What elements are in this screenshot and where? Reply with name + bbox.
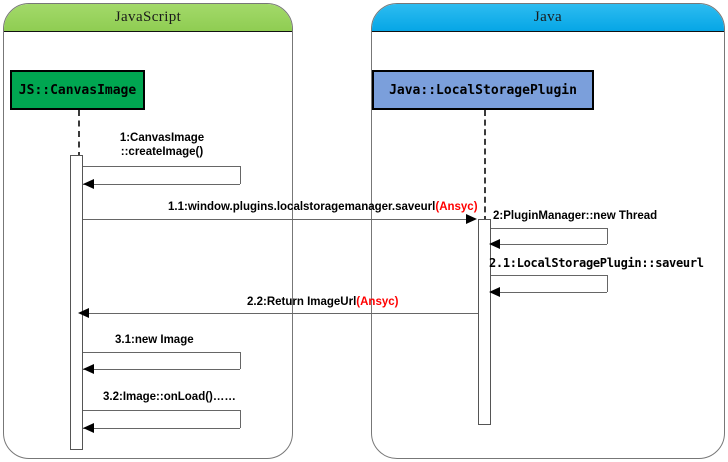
lifeline-dash-js-canvasimage [78,110,80,158]
message-label-2-text: 2:PluginManager::new Thread [493,210,658,222]
frame-java-title: Java [533,9,563,25]
message-line-3-1-turn [240,352,241,369]
message-label-2-2-async: (Ansyc) [356,296,399,308]
message-label-2-2-text: 2.2:Return ImageUrl [247,296,357,308]
frame-javascript-title: JavaScript [114,9,182,25]
message-line-3-1-out [83,352,240,353]
message-line-2-out [491,228,607,229]
message-label-1-createimage: 1:CanvasImage ::createImage() [120,131,204,159]
message-arrow-3-2 [83,423,94,433]
message-label-2-2-return: 2.2:Return ImageUrl(Ansyc) [247,295,398,309]
activation-bar-js-canvasimage [70,155,83,450]
message-line-1-turn [240,166,241,184]
message-label-1-line2: ::createImage() [120,146,204,158]
message-line-3-2-turn [240,410,241,428]
lifeline-dash-java-localstorageplugin [484,110,486,222]
message-label-1-line1: 1:CanvasImage [119,132,205,144]
message-arrow-2 [489,239,500,249]
message-label-2-new-thread: 2:PluginManager::new Thread [493,209,657,223]
message-arrow-2-1 [489,287,500,297]
lifeline-label-java-localstorageplugin: Java::LocalStoragePlugin [389,82,577,98]
lifeline-head-java-localstorageplugin[interactable]: Java::LocalStoragePlugin [372,70,594,110]
message-arrow-3-1 [83,364,94,374]
message-label-3-1-new-image: 3.1:new Image [115,333,194,347]
message-label-1-1-saveurl: 1.1:window.plugins.localstoragemanager.s… [168,200,478,214]
frame-java: Java [371,3,725,459]
message-label-3-2-onload: 3.2:Image::onLoad()…… [103,390,236,404]
message-arrow-1-1 [466,214,477,224]
message-line-2-1-back [491,292,607,293]
message-line-3-1-back [83,369,240,370]
message-label-2-1-text: 2.1:LocalStoragePlugin::saveurl [489,256,704,270]
message-line-1-out [83,166,240,167]
message-line-2-back [491,244,607,245]
message-label-3-1-text: 3.1:new Image [115,334,194,346]
frame-javascript-header: JavaScript [4,4,292,32]
message-label-2-1-saveurl: 2.1:LocalStoragePlugin::saveurl [489,256,704,270]
message-line-2-1-out [491,275,607,276]
message-line-2-2 [78,313,478,314]
message-line-2-turn [607,228,608,244]
message-line-1-1 [78,219,473,220]
activation-bar-java-localstorageplugin [478,219,491,425]
frame-java-header: Java [372,4,724,32]
message-arrow-1 [83,179,94,189]
lifeline-label-js-canvasimage: JS::CanvasImage [18,82,137,98]
message-line-1-back [83,184,240,185]
message-label-1-1-async: (Ansyc) [435,201,478,213]
message-line-3-2-out [83,410,240,411]
message-label-1-1-text: 1.1:window.plugins.localstoragemanager.s… [168,201,436,213]
message-label-3-2-text: 3.2:Image::onLoad()…… [103,391,236,403]
message-arrow-2-2 [78,308,89,318]
message-line-3-2-back [83,428,240,429]
message-line-2-1-turn [607,275,608,292]
lifeline-head-js-canvasimage[interactable]: JS::CanvasImage [10,70,145,110]
